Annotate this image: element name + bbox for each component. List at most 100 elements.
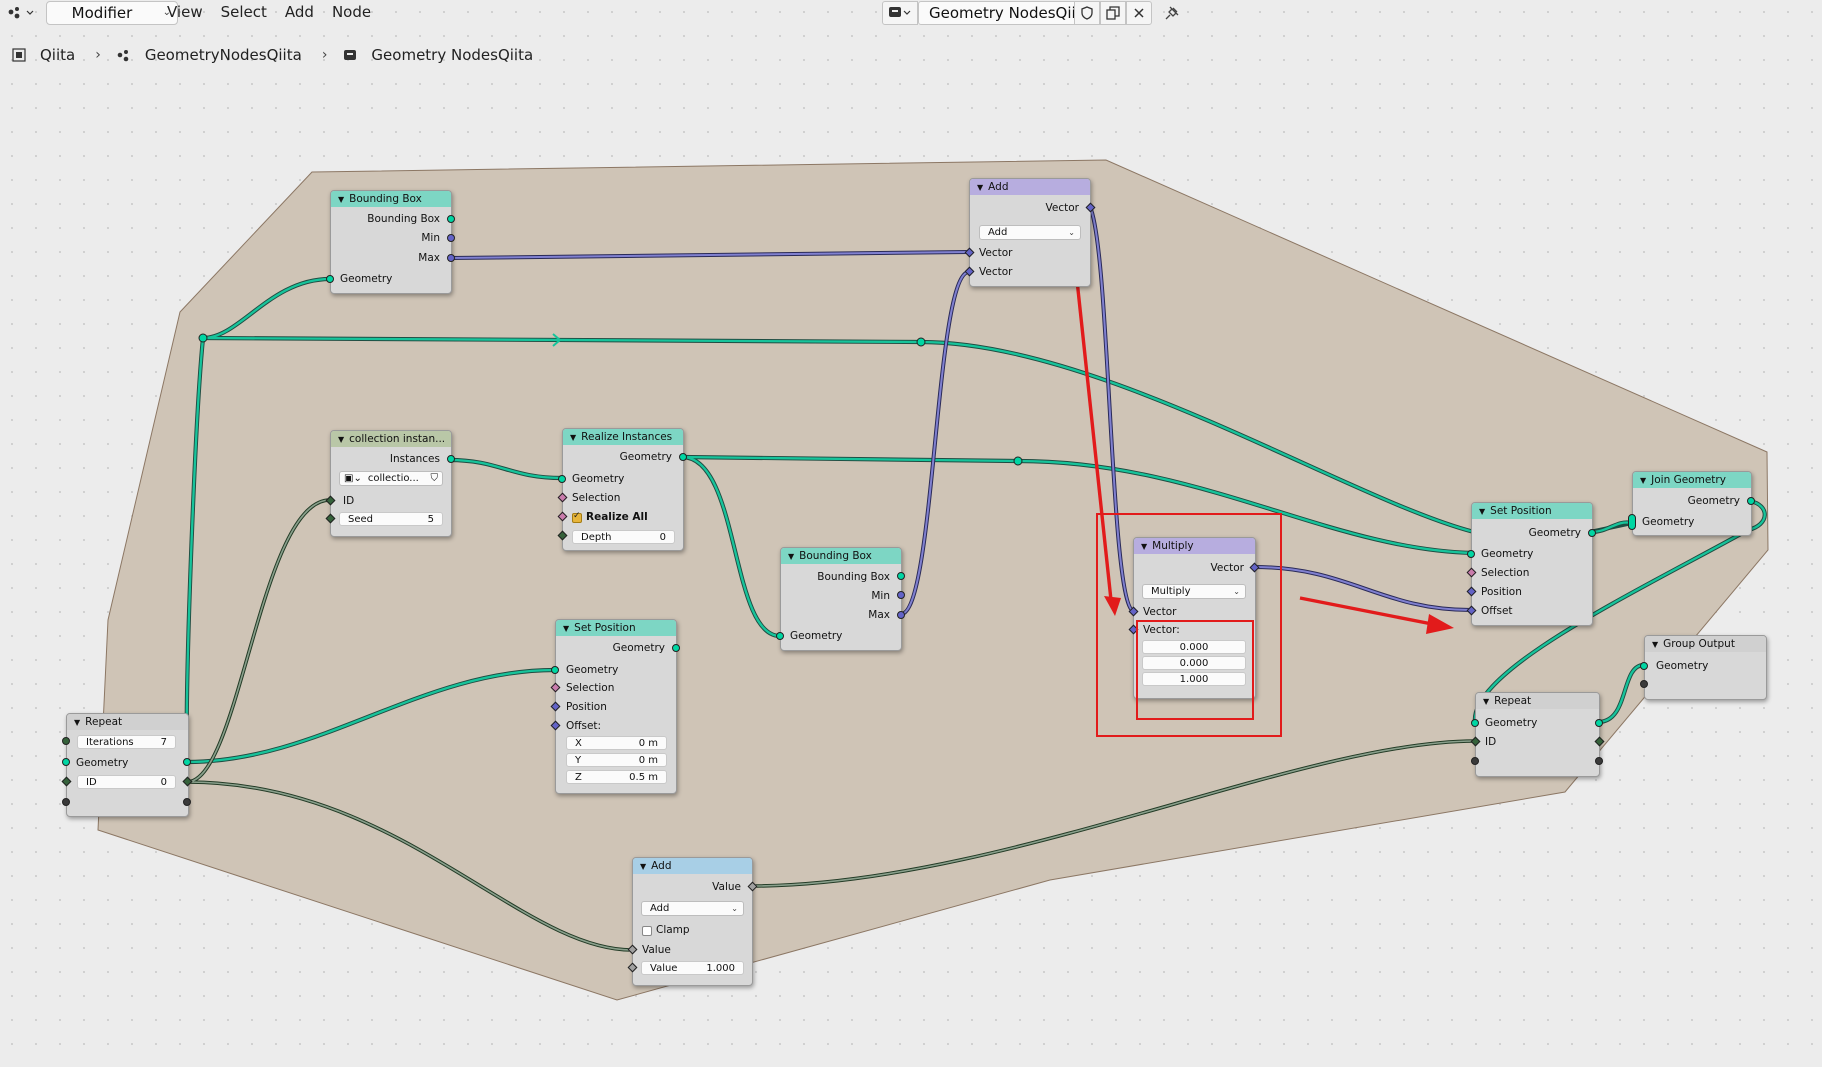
collapse-icon[interactable]: ▼ bbox=[977, 182, 984, 192]
collapse-icon[interactable]: ▼ bbox=[563, 623, 570, 633]
socket-geometry-in[interactable] bbox=[1640, 662, 1648, 670]
collapse-icon[interactable]: ▼ bbox=[1640, 475, 1647, 485]
breadcrumb-object[interactable]: Qiita bbox=[40, 46, 76, 64]
duplicate-button[interactable] bbox=[1100, 1, 1126, 25]
node-header[interactable]: ▼Group Output bbox=[1645, 636, 1766, 652]
node-bounding-box-mid[interactable]: ▼Bounding Box Bounding Box Min Max Geome… bbox=[776, 547, 905, 651]
clamp-checkbox[interactable] bbox=[642, 926, 652, 936]
socket-max-out[interactable] bbox=[897, 611, 905, 619]
socket-min-out[interactable] bbox=[447, 234, 455, 242]
socket-geometry-multi-in[interactable] bbox=[1628, 514, 1636, 530]
vector-y-field[interactable]: 0.000 bbox=[1142, 656, 1246, 670]
collapse-icon[interactable]: ▼ bbox=[1652, 639, 1659, 649]
breadcrumb-node-tree[interactable]: Geometry NodesQiita bbox=[371, 46, 534, 64]
node-set-position-left[interactable]: ▼Set Position Geometry Geometry Selectio… bbox=[550, 619, 680, 794]
node-header[interactable]: ▼Join Geometry bbox=[1633, 472, 1751, 488]
operation-dropdown[interactable]: Add⌄ bbox=[979, 225, 1081, 240]
node-header[interactable]: ▼Repeat bbox=[67, 714, 188, 730]
menu-select[interactable]: Select bbox=[220, 3, 267, 21]
socket-geometry-out[interactable] bbox=[1595, 719, 1603, 727]
socket-geometry-out[interactable] bbox=[1747, 497, 1755, 505]
socket-extend-in[interactable] bbox=[1471, 757, 1479, 765]
socket-max-out[interactable] bbox=[447, 254, 455, 262]
socket-geometry-in[interactable] bbox=[558, 475, 566, 483]
collapse-icon[interactable]: ▼ bbox=[1483, 696, 1490, 706]
realize-all-checkbox[interactable] bbox=[572, 511, 582, 523]
operation-dropdown[interactable]: Multiply⌄ bbox=[1142, 584, 1246, 599]
socket-geometry-out[interactable] bbox=[183, 758, 191, 766]
node-tree-name-field[interactable]: Geometry NodesQiita bbox=[918, 1, 1095, 25]
operation-dropdown[interactable]: Add⌄ bbox=[641, 901, 744, 916]
node-header[interactable]: ▼Set Position bbox=[1472, 503, 1592, 519]
pin-button[interactable] bbox=[1160, 1, 1184, 25]
node-vector-multiply[interactable]: ▼Multiply Vector Multiply⌄ Vector Vector… bbox=[1128, 537, 1260, 699]
editor-type-button[interactable] bbox=[2, 1, 38, 25]
node-group-output[interactable]: ▼Group Output Geometry bbox=[1640, 635, 1767, 700]
node-tree-browse-button[interactable] bbox=[882, 1, 918, 25]
menu-view[interactable]: View bbox=[167, 3, 203, 21]
socket-extend-out[interactable] bbox=[1595, 757, 1603, 765]
socket-geometry-in[interactable] bbox=[776, 632, 784, 640]
node-header[interactable]: ▼collection instan... bbox=[331, 431, 451, 447]
socket-geometry-in[interactable] bbox=[1467, 550, 1475, 558]
collapse-icon[interactable]: ▼ bbox=[1479, 506, 1486, 516]
socket-extend-in[interactable] bbox=[1640, 680, 1648, 688]
collapse-icon[interactable]: ▼ bbox=[74, 717, 81, 727]
vector-z-field[interactable]: 1.000 bbox=[1142, 672, 1246, 686]
socket-geometry-in[interactable] bbox=[551, 666, 559, 674]
socket-geometry-in[interactable] bbox=[62, 758, 70, 766]
collapse-icon[interactable]: ▼ bbox=[640, 861, 647, 871]
socket-geometry-in[interactable] bbox=[1471, 719, 1479, 727]
socket-instances-out[interactable] bbox=[447, 455, 455, 463]
socket-extend-out[interactable] bbox=[183, 798, 191, 806]
vector-x-field[interactable]: 0.000 bbox=[1142, 640, 1246, 654]
node-header[interactable]: ▼Bounding Box bbox=[331, 191, 451, 207]
node-vector-add[interactable]: ▼Add Vector Add⌄ Vector Vector bbox=[964, 178, 1096, 287]
mode-dropdown[interactable]: Modifier ⌄ bbox=[46, 1, 178, 25]
socket-iterations-in[interactable] bbox=[62, 737, 70, 745]
breadcrumb-modifier[interactable]: GeometryNodesQiita bbox=[144, 46, 302, 64]
node-join-geometry[interactable]: ▼Join Geometry Geometry Geometry bbox=[1628, 471, 1755, 536]
socket-geometry-out[interactable] bbox=[679, 453, 687, 461]
socket-bounding-box-out[interactable] bbox=[447, 215, 455, 223]
node-header[interactable]: ▼Set Position bbox=[556, 620, 676, 636]
socket-geometry-out[interactable] bbox=[1588, 529, 1596, 537]
fake-user-button[interactable] bbox=[1074, 1, 1100, 25]
node-set-position-right[interactable]: ▼Set Position Geometry Geometry Selectio… bbox=[1466, 502, 1596, 626]
menu-add[interactable]: Add bbox=[284, 3, 314, 21]
collapse-icon[interactable]: ▼ bbox=[338, 194, 345, 204]
node-header[interactable]: ▼Bounding Box bbox=[781, 548, 901, 564]
unlink-button[interactable] bbox=[1126, 1, 1152, 25]
node-header[interactable]: ▼Add bbox=[970, 179, 1090, 195]
node-header[interactable]: ▼Repeat bbox=[1476, 693, 1599, 709]
socket-bounding-box-out[interactable] bbox=[897, 572, 905, 580]
collapse-icon[interactable]: ▼ bbox=[1141, 541, 1148, 551]
collapse-icon[interactable]: ▼ bbox=[570, 432, 577, 442]
collapse-icon[interactable]: ▼ bbox=[788, 551, 795, 561]
collection-selector[interactable]: ▣⌄ collectio... ⛉ bbox=[339, 471, 443, 486]
menu-node[interactable]: Node bbox=[331, 3, 372, 21]
socket-geometry-in[interactable] bbox=[326, 275, 334, 283]
socket-extend-in[interactable] bbox=[62, 798, 70, 806]
node-header[interactable]: ▼Add bbox=[633, 858, 752, 874]
node-realize-instances[interactable]: ▼Realize Instances Geometry Geometry Sel… bbox=[557, 428, 687, 551]
node-header[interactable]: ▼Realize Instances bbox=[563, 429, 683, 445]
socket-min-out[interactable] bbox=[897, 591, 905, 599]
shield-icon[interactable]: ⛉ bbox=[430, 473, 439, 484]
collapse-icon[interactable]: ▼ bbox=[338, 434, 345, 444]
node-header[interactable]: ▼Multiply bbox=[1134, 538, 1255, 554]
socket-geometry-out[interactable] bbox=[672, 644, 680, 652]
node-repeat-output[interactable]: ▼Repeat Geometry ID bbox=[1470, 692, 1605, 777]
node-collection-info[interactable]: ▼collection instan... Instances ▣⌄ colle… bbox=[325, 430, 455, 537]
